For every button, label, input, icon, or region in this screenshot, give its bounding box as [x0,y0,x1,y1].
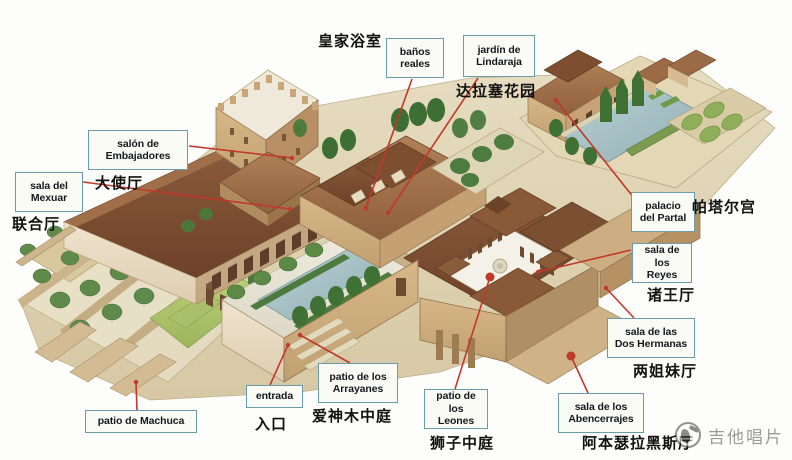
label-cn-jardin-de-lindaraja: 达拉塞花园 [456,82,537,100]
label-entrada: entrada [246,385,303,408]
label-cn-patio-de-los-leones: 狮子中庭 [430,434,495,452]
label-cn-sala-del-mexuar: 联合厅 [12,215,61,233]
label-cn-salon-de-embajadores: 大使厅 [95,174,144,192]
label-patio-de-los-leones: patio de los Leones [424,389,488,429]
label-patio-de-machuca: patio de Machuca [85,410,197,433]
label-patio-de-los-arrayanes: patio de los Arrayanes [318,363,398,403]
label-cn-sala-de-los-reyes: 诸王厅 [647,286,696,304]
label-cn-sala-de-las-dos-hermanas: 两姐妹厅 [633,362,698,380]
label-cn-banos-reales: 皇家浴室 [318,32,383,50]
label-sala-de-los-reyes: sala de los Reyes [632,243,692,283]
label-cn-palacio-del-partal: 帕塔尔宫 [692,198,757,216]
watermark: 吉他唱片 [675,422,784,448]
label-sala-del-mexuar: sala del Mexuar [15,172,83,212]
label-cn-entrada: 入口 [255,415,288,433]
label-palacio-del-partal: palacio del Partal [631,192,695,232]
label-cn-sala-de-los-abencerrajes: 阿本瑟拉黑斯厅 [582,434,695,452]
label-banos-reales: baños reales [386,38,444,78]
label-salon-de-embajadores: salón de Embajadores [88,130,188,170]
label-sala-de-los-abencerrajes: sala de los Abencerrajes [558,393,644,433]
label-sala-de-las-dos-hermanas: sala de las Dos Hermanas [607,318,695,358]
watermark-text: 吉他唱片 [708,427,784,448]
bird-logo-icon [675,422,701,448]
label-jardin-de-lindaraja: jardín de Lindaraja [463,35,535,77]
label-cn-patio-de-los-arrayanes: 爱神木中庭 [312,407,393,425]
